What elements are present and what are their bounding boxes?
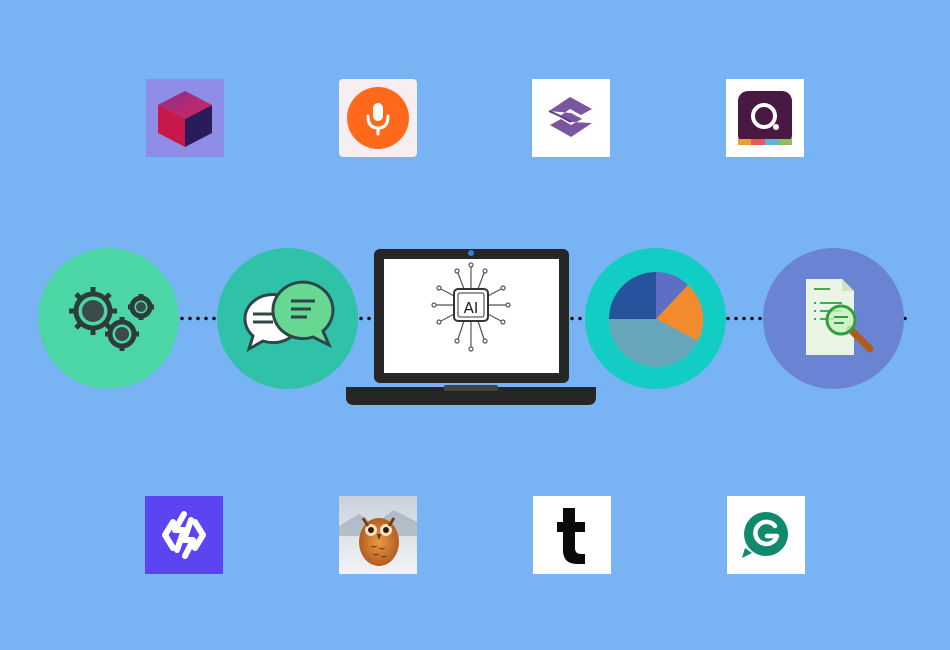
green-g-logo-icon [727, 496, 805, 574]
dark-q-logo-icon [726, 79, 804, 157]
dotted-connector [901, 316, 907, 321]
ai-laptop-icon: AI [346, 247, 596, 407]
purple-cube-logo-icon [146, 79, 224, 157]
letter-t-logo-icon [533, 496, 611, 574]
dotted-connector [560, 316, 588, 321]
dotted-connector [724, 316, 766, 321]
lightning-diamond-logo-icon [145, 496, 223, 574]
owl-picture-icon [339, 496, 417, 574]
purple-s-layers-logo-icon [532, 79, 610, 157]
ai-chip-label: AI [463, 299, 479, 317]
pie-chart-icon [585, 248, 726, 389]
chat-bubbles-icon [217, 248, 358, 389]
gears-icon [38, 248, 179, 389]
dotted-connector [357, 316, 375, 321]
dotted-connector [178, 316, 220, 321]
document-search-icon [763, 248, 904, 389]
orange-microphone-logo-icon [339, 79, 417, 157]
